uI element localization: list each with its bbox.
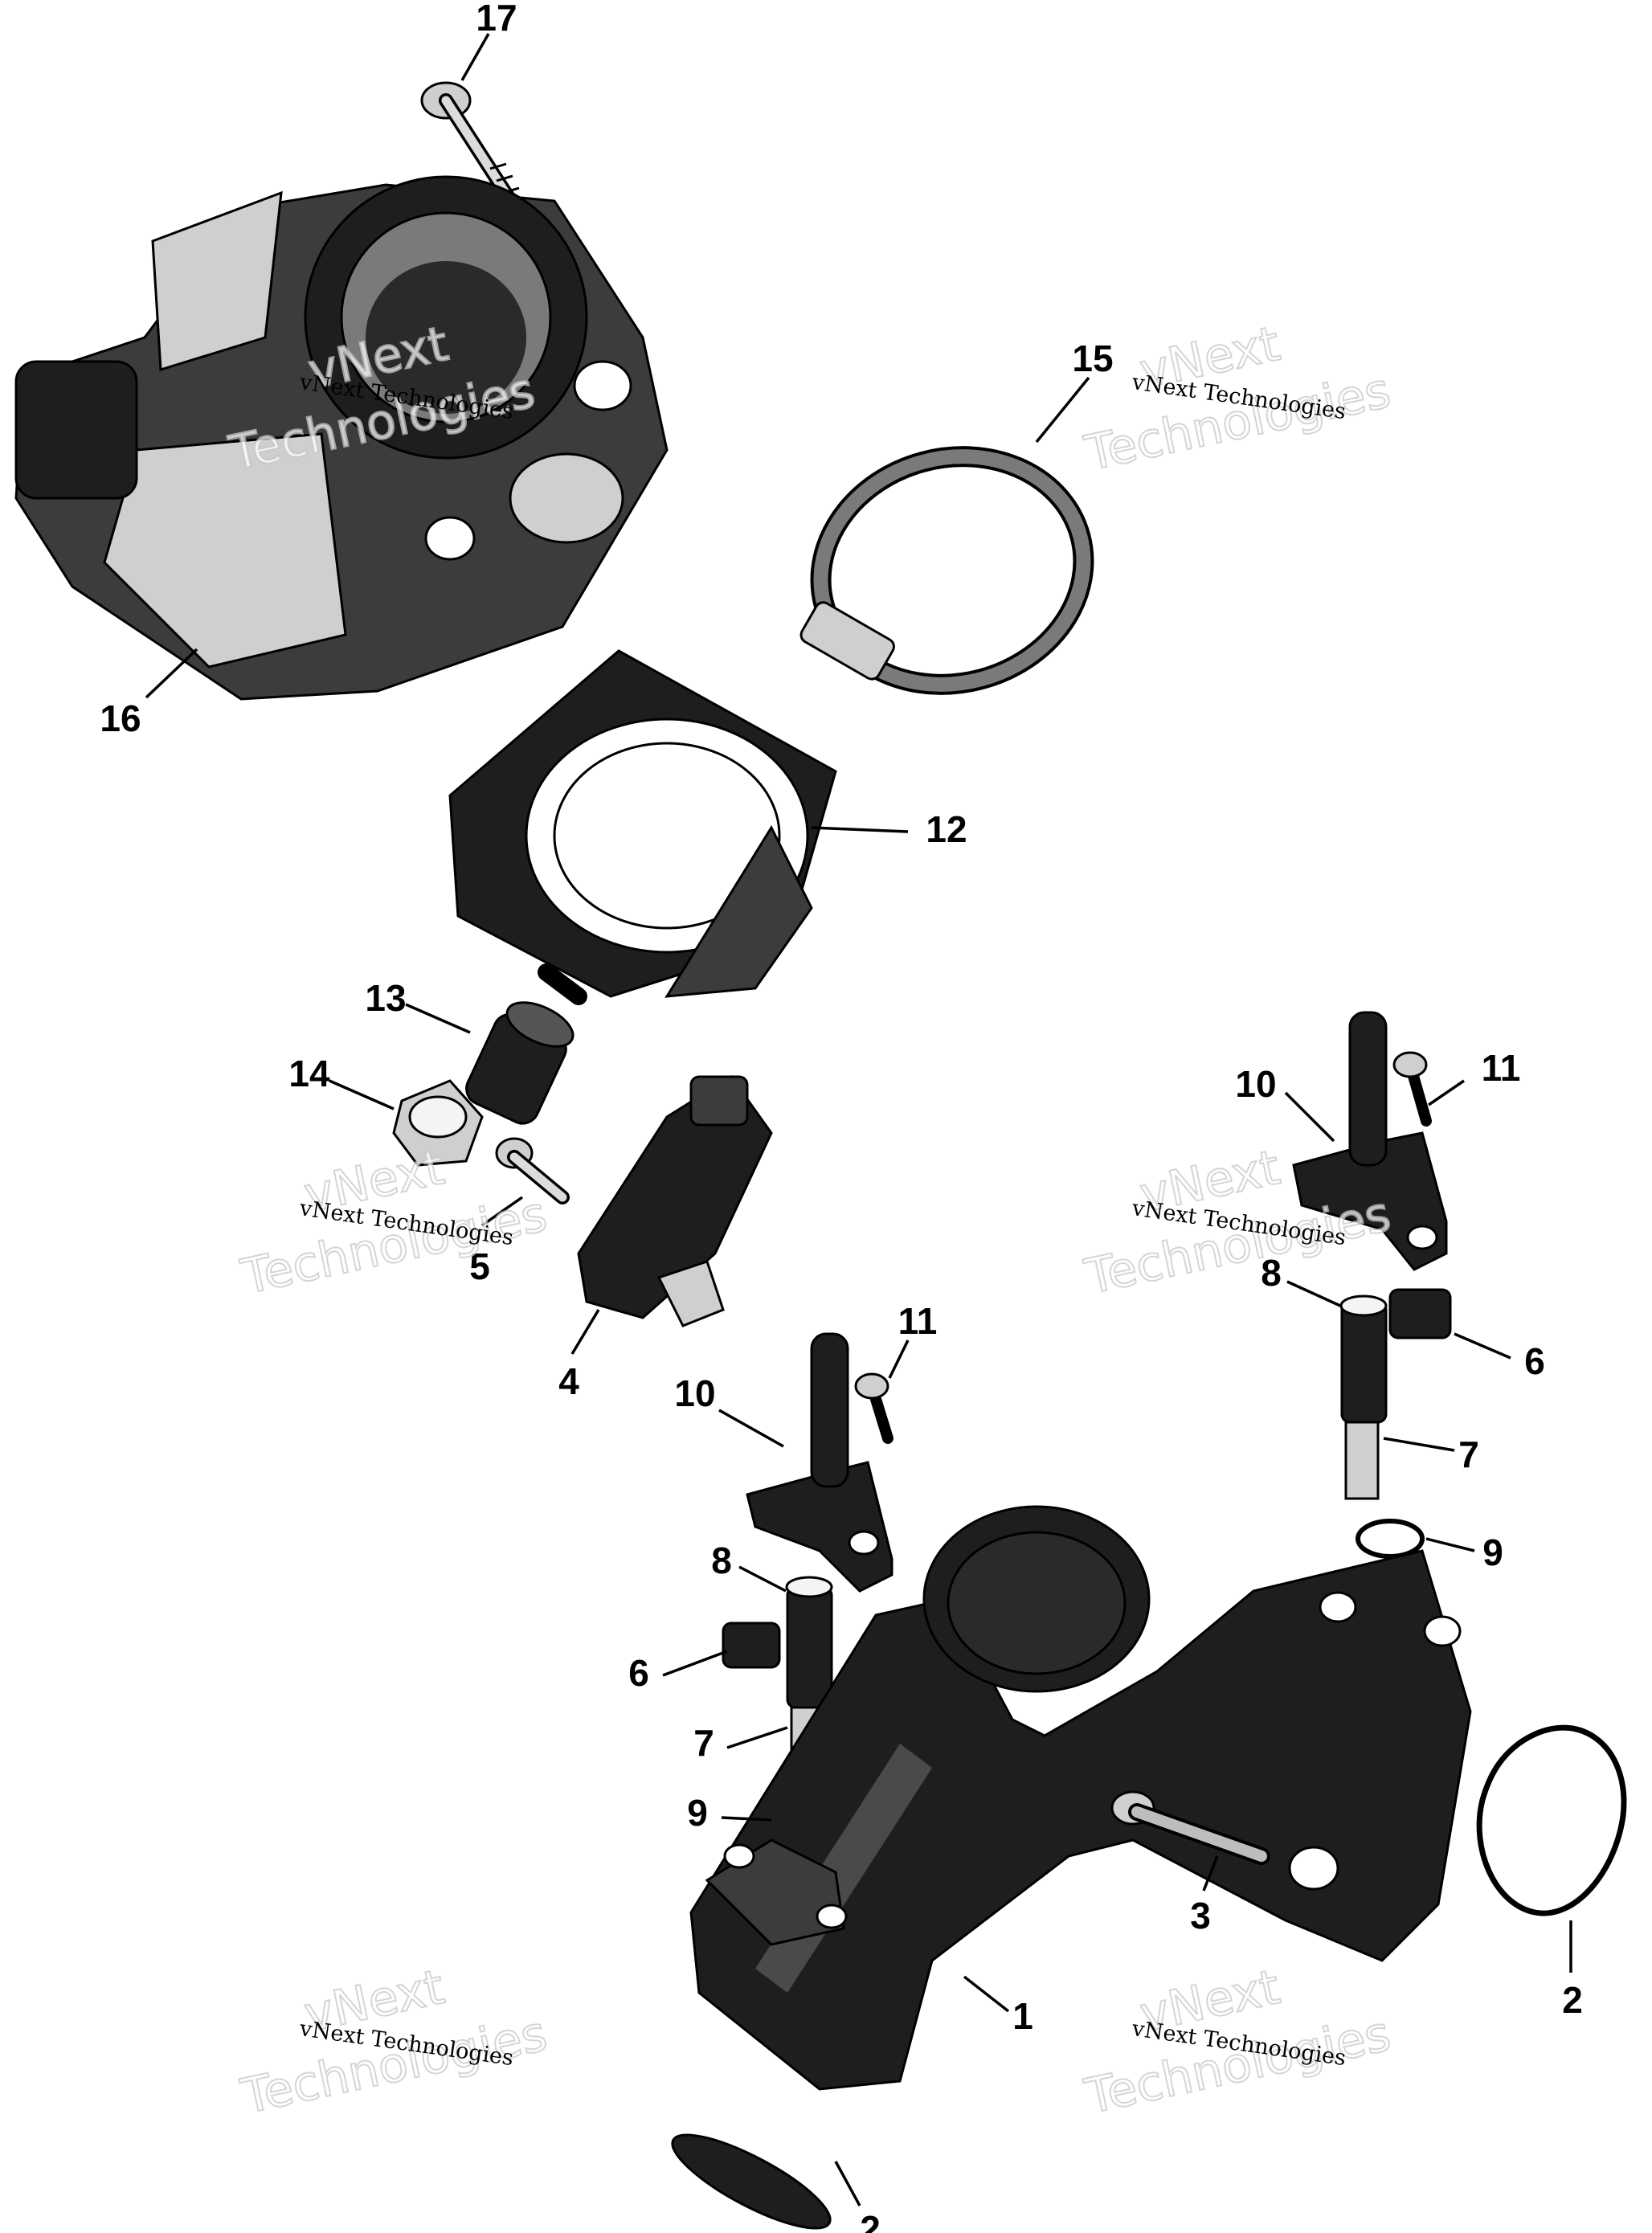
- part-13-hose: [465, 1001, 575, 1125]
- callout-12: 12: [926, 808, 967, 850]
- callout-11-right: 11: [1482, 1047, 1521, 1089]
- leader-lines: [145, 33, 1572, 2206]
- callout-6-left: 6: [628, 1652, 649, 1694]
- part-2-gaskets: [671, 1724, 1627, 2230]
- callout-10-right: 10: [1235, 1063, 1276, 1105]
- callout-3: 3: [1190, 1895, 1211, 1936]
- watermark-top-right: vNext Technologies vNext Technologies: [1079, 315, 1396, 483]
- part-16-throttle-body: [14, 175, 669, 701]
- callout-7-right: 7: [1458, 1433, 1479, 1475]
- callout-9-left: 9: [687, 1792, 708, 1834]
- callout-1: 1: [1012, 1995, 1033, 2037]
- callout-7-left: 7: [693, 1722, 714, 1764]
- part-15-clamp: [799, 446, 1094, 695]
- part-4-sensor: [577, 1074, 773, 1327]
- callout-9-right: 9: [1482, 1532, 1503, 1573]
- callout-10-left: 10: [674, 1372, 715, 1414]
- part-14-clip: [392, 1079, 484, 1167]
- callout-13: 13: [365, 977, 406, 1019]
- callout-14: 14: [288, 1053, 330, 1094]
- part-5-screw: [495, 1137, 570, 1204]
- callout-labels: 17 15 16 12 13 14 5 4 10 11 8 6 7 9 10 1…: [100, 0, 1582, 2233]
- callout-11-left: 11: [898, 1300, 938, 1342]
- callout-5: 5: [469, 1245, 490, 1287]
- callout-2-right: 2: [1562, 1979, 1583, 2021]
- part-3-bolt: [1110, 1790, 1270, 1865]
- watermark-bottom-left: vNext Technologies vNext Technologies: [235, 1958, 553, 2126]
- part-1-intake-manifold: [689, 1505, 1472, 2091]
- callout-16: 16: [100, 697, 141, 739]
- part-12-adapter: [448, 649, 837, 1005]
- callout-17: 17: [476, 0, 517, 39]
- callout-8-left: 8: [711, 1540, 732, 1581]
- part-group-right-injector: [1292, 1011, 1452, 1559]
- callout-2-bottom: 2: [860, 2208, 881, 2233]
- watermark-bottom-right: vNext Technologies vNext Technologies: [1079, 1958, 1396, 2126]
- callout-8-right: 8: [1261, 1252, 1282, 1294]
- callout-15: 15: [1072, 337, 1113, 379]
- callout-6-right: 6: [1524, 1340, 1545, 1382]
- callout-4: 4: [558, 1360, 579, 1402]
